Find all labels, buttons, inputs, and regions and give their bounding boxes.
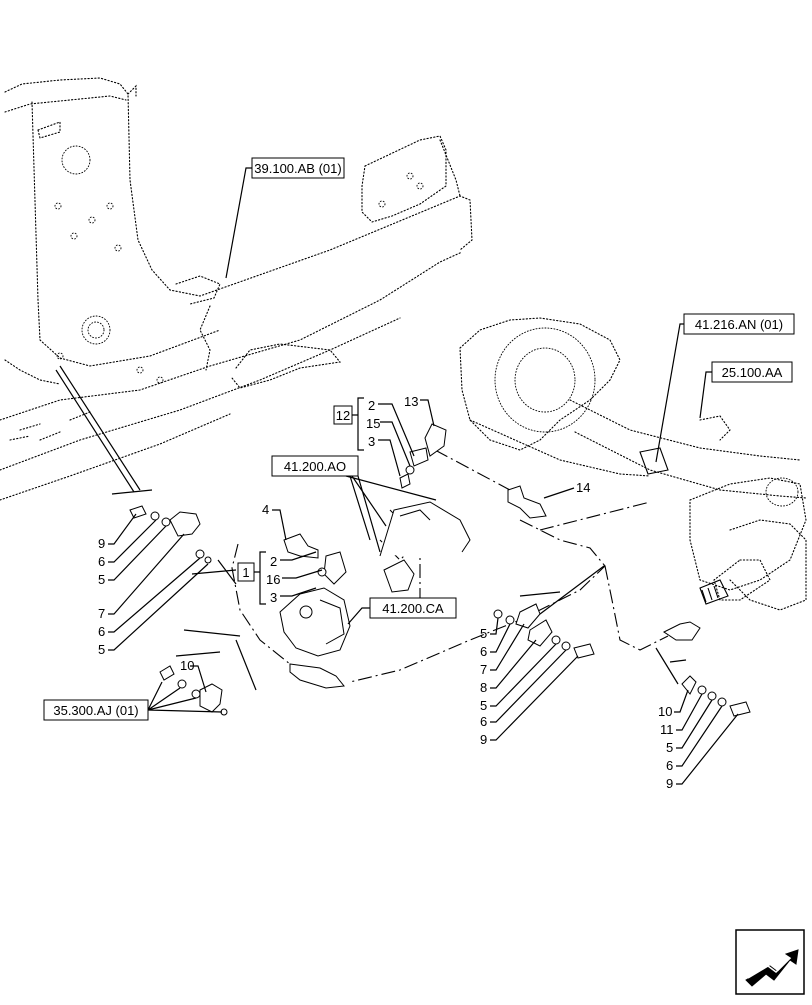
clamp-7 xyxy=(169,511,201,537)
hose-fitting-right xyxy=(663,621,701,641)
ref-box-hitch[interactable]: 35.300.AJ (01) xyxy=(43,699,149,721)
svg-text:9: 9 xyxy=(98,536,105,551)
svg-text:41.200.AO: 41.200.AO xyxy=(284,459,346,474)
svg-text:8: 8 xyxy=(480,680,487,695)
bracket-cluster-right xyxy=(681,675,751,717)
bracket-cluster-middle xyxy=(493,603,595,659)
kit-1-item-3: 3 xyxy=(270,590,277,605)
kit-1-label: 1 xyxy=(242,565,249,580)
svg-text:7: 7 xyxy=(480,662,487,677)
part-list-middle: 5 6 7 8 5 6 9 xyxy=(480,565,605,747)
svg-text:6: 6 xyxy=(480,714,487,729)
ref-box-axle-ref[interactable]: 25.100.AA xyxy=(711,361,793,383)
arrow-next-icon[interactable] xyxy=(735,929,805,995)
svg-text:4: 4 xyxy=(262,502,269,517)
ref-box-steer-pump[interactable]: 41.200.CA xyxy=(369,597,457,619)
svg-text:9: 9 xyxy=(480,732,487,747)
hose-fitting-lower xyxy=(289,663,345,689)
front-axle-drawing xyxy=(459,317,807,611)
svg-text:41.200.CA: 41.200.CA xyxy=(382,601,444,616)
svg-text:10: 10 xyxy=(658,704,672,719)
valve-block xyxy=(383,559,415,593)
part-list-left: 9 6 5 7 6 5 xyxy=(55,365,237,657)
svg-text:14: 14 xyxy=(576,480,590,495)
hydraulic-parts xyxy=(279,423,701,689)
kit-12-item-15: 15 xyxy=(366,416,380,431)
ref-box-axle[interactable]: 41.216.AN (01) xyxy=(683,313,795,335)
svg-text:6: 6 xyxy=(480,644,487,659)
kit-12-item-3: 3 xyxy=(368,434,375,449)
callout-4: 4 xyxy=(262,502,287,541)
kit-12-group: 12 2 15 3 xyxy=(333,397,415,477)
svg-text:5: 5 xyxy=(480,698,487,713)
elbow-fitting-13 xyxy=(424,423,447,457)
elbow-fitting-16 xyxy=(323,551,347,585)
svg-text:6: 6 xyxy=(666,758,673,773)
frame-rail-drawing xyxy=(0,77,473,501)
kit-1-item-16: 16 xyxy=(266,572,280,587)
hose-fitting-14 xyxy=(507,485,547,519)
bracket-cluster-hitch xyxy=(159,665,228,716)
connector-2 xyxy=(409,447,429,467)
svg-text:5: 5 xyxy=(98,572,105,587)
seal-3 xyxy=(399,473,411,489)
svg-text:5: 5 xyxy=(666,740,673,755)
svg-text:5: 5 xyxy=(98,642,105,657)
part-list-right: 10 11 5 6 9 xyxy=(655,647,739,791)
svg-text:35.300.AJ (01): 35.300.AJ (01) xyxy=(53,703,138,718)
ref-box-steer-valve[interactable]: 41.200.AO xyxy=(271,455,359,477)
callout-14: 14 xyxy=(543,480,590,499)
svg-text:41.216.AN (01): 41.216.AN (01) xyxy=(695,317,783,332)
callout-13: 13 xyxy=(404,394,435,427)
svg-text:6: 6 xyxy=(98,624,105,639)
svg-text:9: 9 xyxy=(666,776,673,791)
svg-text:5: 5 xyxy=(480,626,487,641)
part-list-hitch: 10 xyxy=(175,629,257,693)
o-ring-15 xyxy=(405,465,415,475)
ref-box-frame[interactable]: 39.100.AB (01) xyxy=(251,157,345,179)
svg-text:6: 6 xyxy=(98,554,105,569)
svg-text:13: 13 xyxy=(404,394,418,409)
svg-text:7: 7 xyxy=(98,606,105,621)
svg-text:25.100.AA: 25.100.AA xyxy=(722,365,783,380)
kit-12-label: 12 xyxy=(336,408,350,423)
svg-text:39.100.AB (01): 39.100.AB (01) xyxy=(254,161,341,176)
kit-1-item-2: 2 xyxy=(270,554,277,569)
svg-text:11: 11 xyxy=(660,722,674,737)
kit-12-item-2: 2 xyxy=(368,398,375,413)
svg-text:10: 10 xyxy=(180,658,194,673)
adapter-4 xyxy=(283,533,319,559)
kit-1-group: 1 2 16 3 xyxy=(237,551,323,605)
valve-hose xyxy=(379,501,471,557)
